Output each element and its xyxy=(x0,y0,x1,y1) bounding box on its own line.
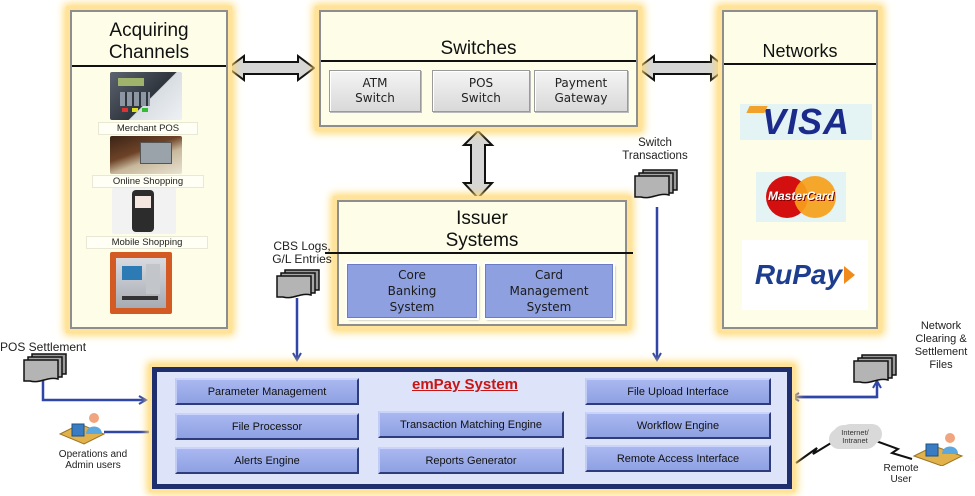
pos-settlement-label: POS Settlement xyxy=(0,340,87,354)
title-divider xyxy=(325,252,633,254)
switch-issuer-double-arrow xyxy=(461,129,495,200)
networks-panel: Networks VISA MasterCard RuPay xyxy=(722,10,878,329)
acquiring-switch-double-arrow xyxy=(226,54,316,82)
cbs-logs-file-stack-icon xyxy=(276,269,320,299)
mobile-shopping-label: Mobile Shopping xyxy=(86,236,208,249)
pos-settlement-file-stack-icon xyxy=(23,353,67,383)
acquiring-channels-panel: Acquiring Channels Merchant POS Online S… xyxy=(70,10,228,329)
internet-intranet-cloud-icon: Internet/ Intranet xyxy=(832,425,878,449)
pos-settlement-to-empay-arrow xyxy=(41,378,146,400)
merchant-pos-label: Merchant POS xyxy=(98,122,198,135)
switch-transactions-label: Switch Transactions xyxy=(622,137,688,162)
online-shopping-icon xyxy=(110,136,182,174)
operations-admin-users-label: Operations and Admin users xyxy=(58,449,128,471)
file-upload-interface-module[interactable]: File Upload Interface xyxy=(585,378,771,405)
visa-logo: VISA xyxy=(740,101,872,142)
network-files-stack-icon xyxy=(853,354,897,384)
workflow-engine-module[interactable]: Workflow Engine xyxy=(585,412,771,439)
reports-generator-module[interactable]: Reports Generator xyxy=(378,447,564,474)
title-divider xyxy=(72,65,226,67)
remote-user-label: Remote User xyxy=(883,463,919,485)
atm-icon xyxy=(110,252,172,314)
pos-terminal-icon xyxy=(110,72,182,120)
title-divider xyxy=(724,63,876,65)
parameter-management-module[interactable]: Parameter Management xyxy=(175,378,359,405)
title-divider xyxy=(321,60,636,62)
empay-system-title: emPay System xyxy=(412,376,518,393)
alerts-engine-module[interactable]: Alerts Engine xyxy=(175,447,359,474)
mastercard-logo: MasterCard xyxy=(756,172,846,222)
acquiring-channels-title: Acquiring Channels xyxy=(108,20,190,63)
mobile-phone-icon xyxy=(112,188,176,234)
lightning-link-right xyxy=(875,440,913,460)
lightning-link-left xyxy=(795,439,837,464)
file-processor-module[interactable]: File Processor xyxy=(175,413,359,440)
rupay-logo: RuPay xyxy=(742,240,868,310)
operations-admin-user-icon xyxy=(58,413,106,445)
switch-transactions-file-stack-icon xyxy=(634,169,678,199)
remote-user-icon xyxy=(912,433,964,466)
switch-networks-double-arrow xyxy=(636,54,729,82)
empay-system-panel: emPay System Parameter Management File P… xyxy=(152,367,792,489)
online-shopping-label: Online Shopping xyxy=(92,175,204,188)
switches-title: Switches xyxy=(440,38,517,59)
remote-access-interface-module[interactable]: Remote Access Interface xyxy=(585,445,771,472)
issuer-systems-title: Issuer Systems xyxy=(445,208,519,251)
cbs-logs-label: CBS Logs, G/L Entries xyxy=(272,239,332,266)
network-clearing-files-label: Network Clearing & Settlement Files xyxy=(914,320,968,371)
transaction-matching-engine-module[interactable]: Transaction Matching Engine xyxy=(378,411,564,438)
networks-title: Networks xyxy=(762,41,838,61)
